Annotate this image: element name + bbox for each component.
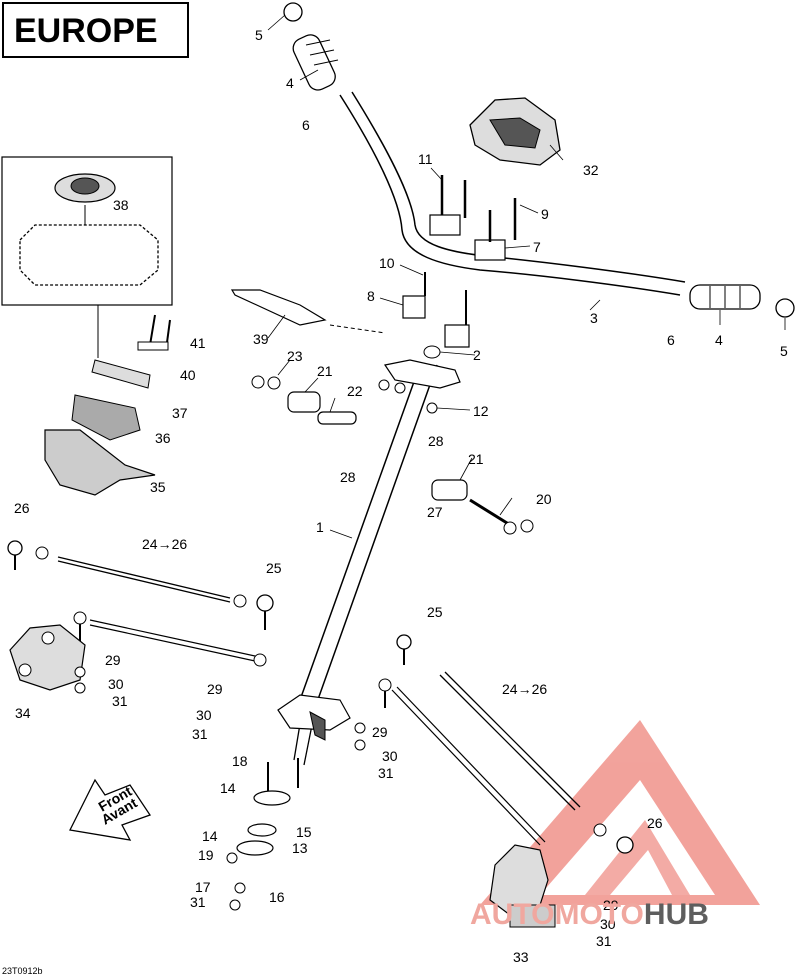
callout-28-left: 28 (340, 469, 356, 485)
column-support (378, 345, 461, 414)
callout-13: 13 (292, 840, 308, 856)
bushing-group-upper (251, 375, 357, 425)
callout-33: 33 (513, 949, 529, 965)
callout-17: 17 (195, 879, 211, 895)
callout-24-right: 24→26 (502, 681, 547, 697)
callout-21-lower: 21 (468, 451, 484, 467)
grip-left (292, 34, 339, 91)
watermark-text: AUTOMOTOHUB (470, 898, 709, 932)
callout-23: 23 (287, 348, 303, 364)
callout-29-center: 29 (207, 681, 223, 697)
callout-38: 38 (113, 197, 129, 213)
callout-5-right: 5 (780, 343, 788, 359)
callout-25-right: 25 (427, 604, 443, 620)
callout-32: 32 (583, 162, 599, 178)
callout-31-center: 31 (192, 726, 208, 742)
region-label: EUROPE (14, 12, 158, 50)
callout-31-lower: 31 (190, 894, 206, 910)
callout-31-left: 31 (112, 693, 128, 709)
tie-rod-right-lower (378, 678, 546, 846)
callout-37: 37 (172, 405, 188, 421)
end-plug-right (775, 298, 795, 318)
callout-25-left: 25 (266, 560, 282, 576)
callout-4-left: 4 (286, 75, 294, 91)
callout-31-right: 31 (378, 765, 394, 781)
callout-29-bottom: 29 (603, 897, 619, 913)
leader-lines (267, 14, 786, 539)
callout-30-bottom: 30 (600, 916, 616, 932)
callout-36: 36 (155, 430, 171, 446)
callout-41: 41 (190, 335, 206, 351)
tie-rod-right-upper (396, 634, 634, 854)
callout-14-upper: 14 (220, 780, 236, 796)
front-arrow: Front Avant (69, 778, 152, 841)
callout-27: 27 (427, 504, 443, 520)
callout-35: 35 (150, 479, 166, 495)
callout-29-left: 29 (105, 652, 121, 668)
callout-9: 9 (541, 206, 549, 222)
callout-39: 39 (253, 331, 269, 347)
callout-30-center: 30 (196, 707, 212, 723)
inset-cover (19, 173, 159, 286)
callout-16: 16 (269, 889, 285, 905)
handlebar (339, 91, 686, 296)
column-lower-bracket (277, 694, 351, 741)
callout-8: 8 (367, 288, 375, 304)
tie-rod-lower-left (73, 611, 267, 667)
washer-right-2 (354, 739, 366, 751)
spindle-left (9, 624, 86, 691)
callout-12: 12 (473, 403, 489, 419)
callout-14-lower: 14 (202, 828, 218, 844)
callout-3: 3 (590, 310, 598, 326)
lower-bearing-stack (226, 758, 299, 911)
callout-6-right: 6 (667, 332, 675, 348)
callout-26-right: 26 (647, 815, 663, 831)
callout-15: 15 (296, 824, 312, 840)
inset-box (1, 156, 173, 306)
handlebar-pad (469, 97, 561, 166)
callout-11: 11 (418, 151, 433, 167)
washer-left-2 (74, 682, 86, 694)
bracket (230, 289, 327, 326)
end-plug-left (283, 2, 303, 22)
callout-24-left: 24→26 (142, 536, 187, 552)
callout-34: 34 (15, 705, 31, 721)
callout-10: 10 (379, 255, 395, 271)
washer-left-1 (74, 666, 86, 678)
callout-21-upper: 21 (317, 363, 333, 379)
bracket-leader (329, 324, 386, 334)
spindle-right (489, 844, 556, 928)
callout-6-left: 6 (302, 117, 310, 133)
steering-column (293, 364, 438, 766)
callout-26-left: 26 (14, 500, 30, 516)
drawing-id: 23T0912b (2, 966, 43, 976)
upper-clamps (402, 175, 517, 348)
callout-20: 20 (536, 491, 552, 507)
callout-4-right: 4 (715, 332, 723, 348)
callout-40: 40 (180, 367, 196, 383)
callout-2: 2 (473, 347, 481, 363)
bushing-group-lower (431, 479, 534, 535)
callout-1: 1 (316, 519, 324, 535)
callout-29-right: 29 (372, 724, 388, 740)
callout-5-left: 5 (255, 27, 263, 43)
watermark-part2: HUB (643, 898, 709, 931)
callout-28-right: 28 (428, 433, 444, 449)
callouts: 5 4 6 11 32 9 7 10 8 3 6 4 5 39 2 23 21 … (14, 27, 788, 965)
callout-22: 22 (347, 383, 363, 399)
callout-18: 18 (232, 753, 248, 769)
callout-30-left: 30 (108, 676, 124, 692)
tie-rod-upper (7, 540, 274, 630)
callout-31-bottom: 31 (596, 933, 612, 949)
grip-right (689, 284, 761, 310)
callout-7: 7 (533, 239, 541, 255)
callout-19: 19 (198, 847, 214, 863)
region-label-box: EUROPE (2, 2, 189, 58)
washer-right-1 (354, 722, 366, 734)
watermark-part1: AUTOMOTO (470, 898, 644, 931)
callout-30-right: 30 (382, 748, 398, 764)
handguard-parts (44, 314, 171, 496)
